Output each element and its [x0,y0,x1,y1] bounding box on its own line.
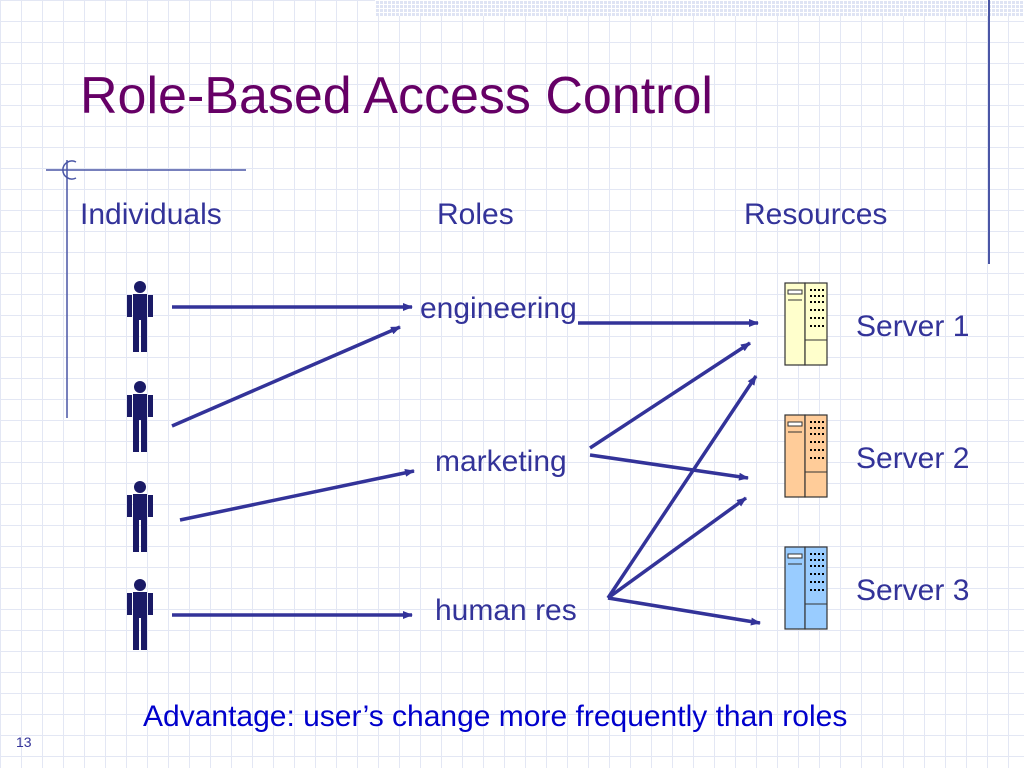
decorative-crosshair [46,160,246,418]
arrow-human-res-to-server1 [606,375,758,599]
arrow-person3-to-marketing [179,468,415,522]
person-icon [127,381,153,452]
server-icon-2 [784,414,828,498]
assignment-arrows [171,303,761,626]
server-icon-3 [784,546,828,630]
person-icon [127,481,153,552]
arrow-person2-to-engineering [171,325,401,428]
servers-group [784,282,828,630]
slide-title: Role-Based Access Control [80,67,713,125]
person-icon [127,579,153,650]
role-engineering: engineering [420,292,577,325]
role-human-res: human res [435,594,577,627]
decorative-right-rule [988,0,990,264]
role-marketing: marketing [435,445,567,478]
server-label-2: Server 2 [856,442,970,475]
advantage-note: Advantage: user’s change more frequently… [143,700,848,733]
arrow-marketing-to-server2 [589,453,749,481]
heading-resources: Resources [744,198,888,231]
arrow-human-res-to-server3 [607,596,761,626]
server-label-3: Server 3 [856,574,970,607]
arrow-human-res-to-server2 [606,496,748,600]
page-number: 13 [16,734,32,750]
server-label-1: Server 1 [856,310,970,343]
heading-individuals: Individuals [80,198,222,231]
person-icon [127,281,153,352]
heading-roles: Roles [437,198,514,231]
server-icon-1 [784,282,828,366]
people-group [127,281,153,650]
arrow-marketing-to-server1 [589,341,751,450]
decorative-top-band [375,0,1024,16]
